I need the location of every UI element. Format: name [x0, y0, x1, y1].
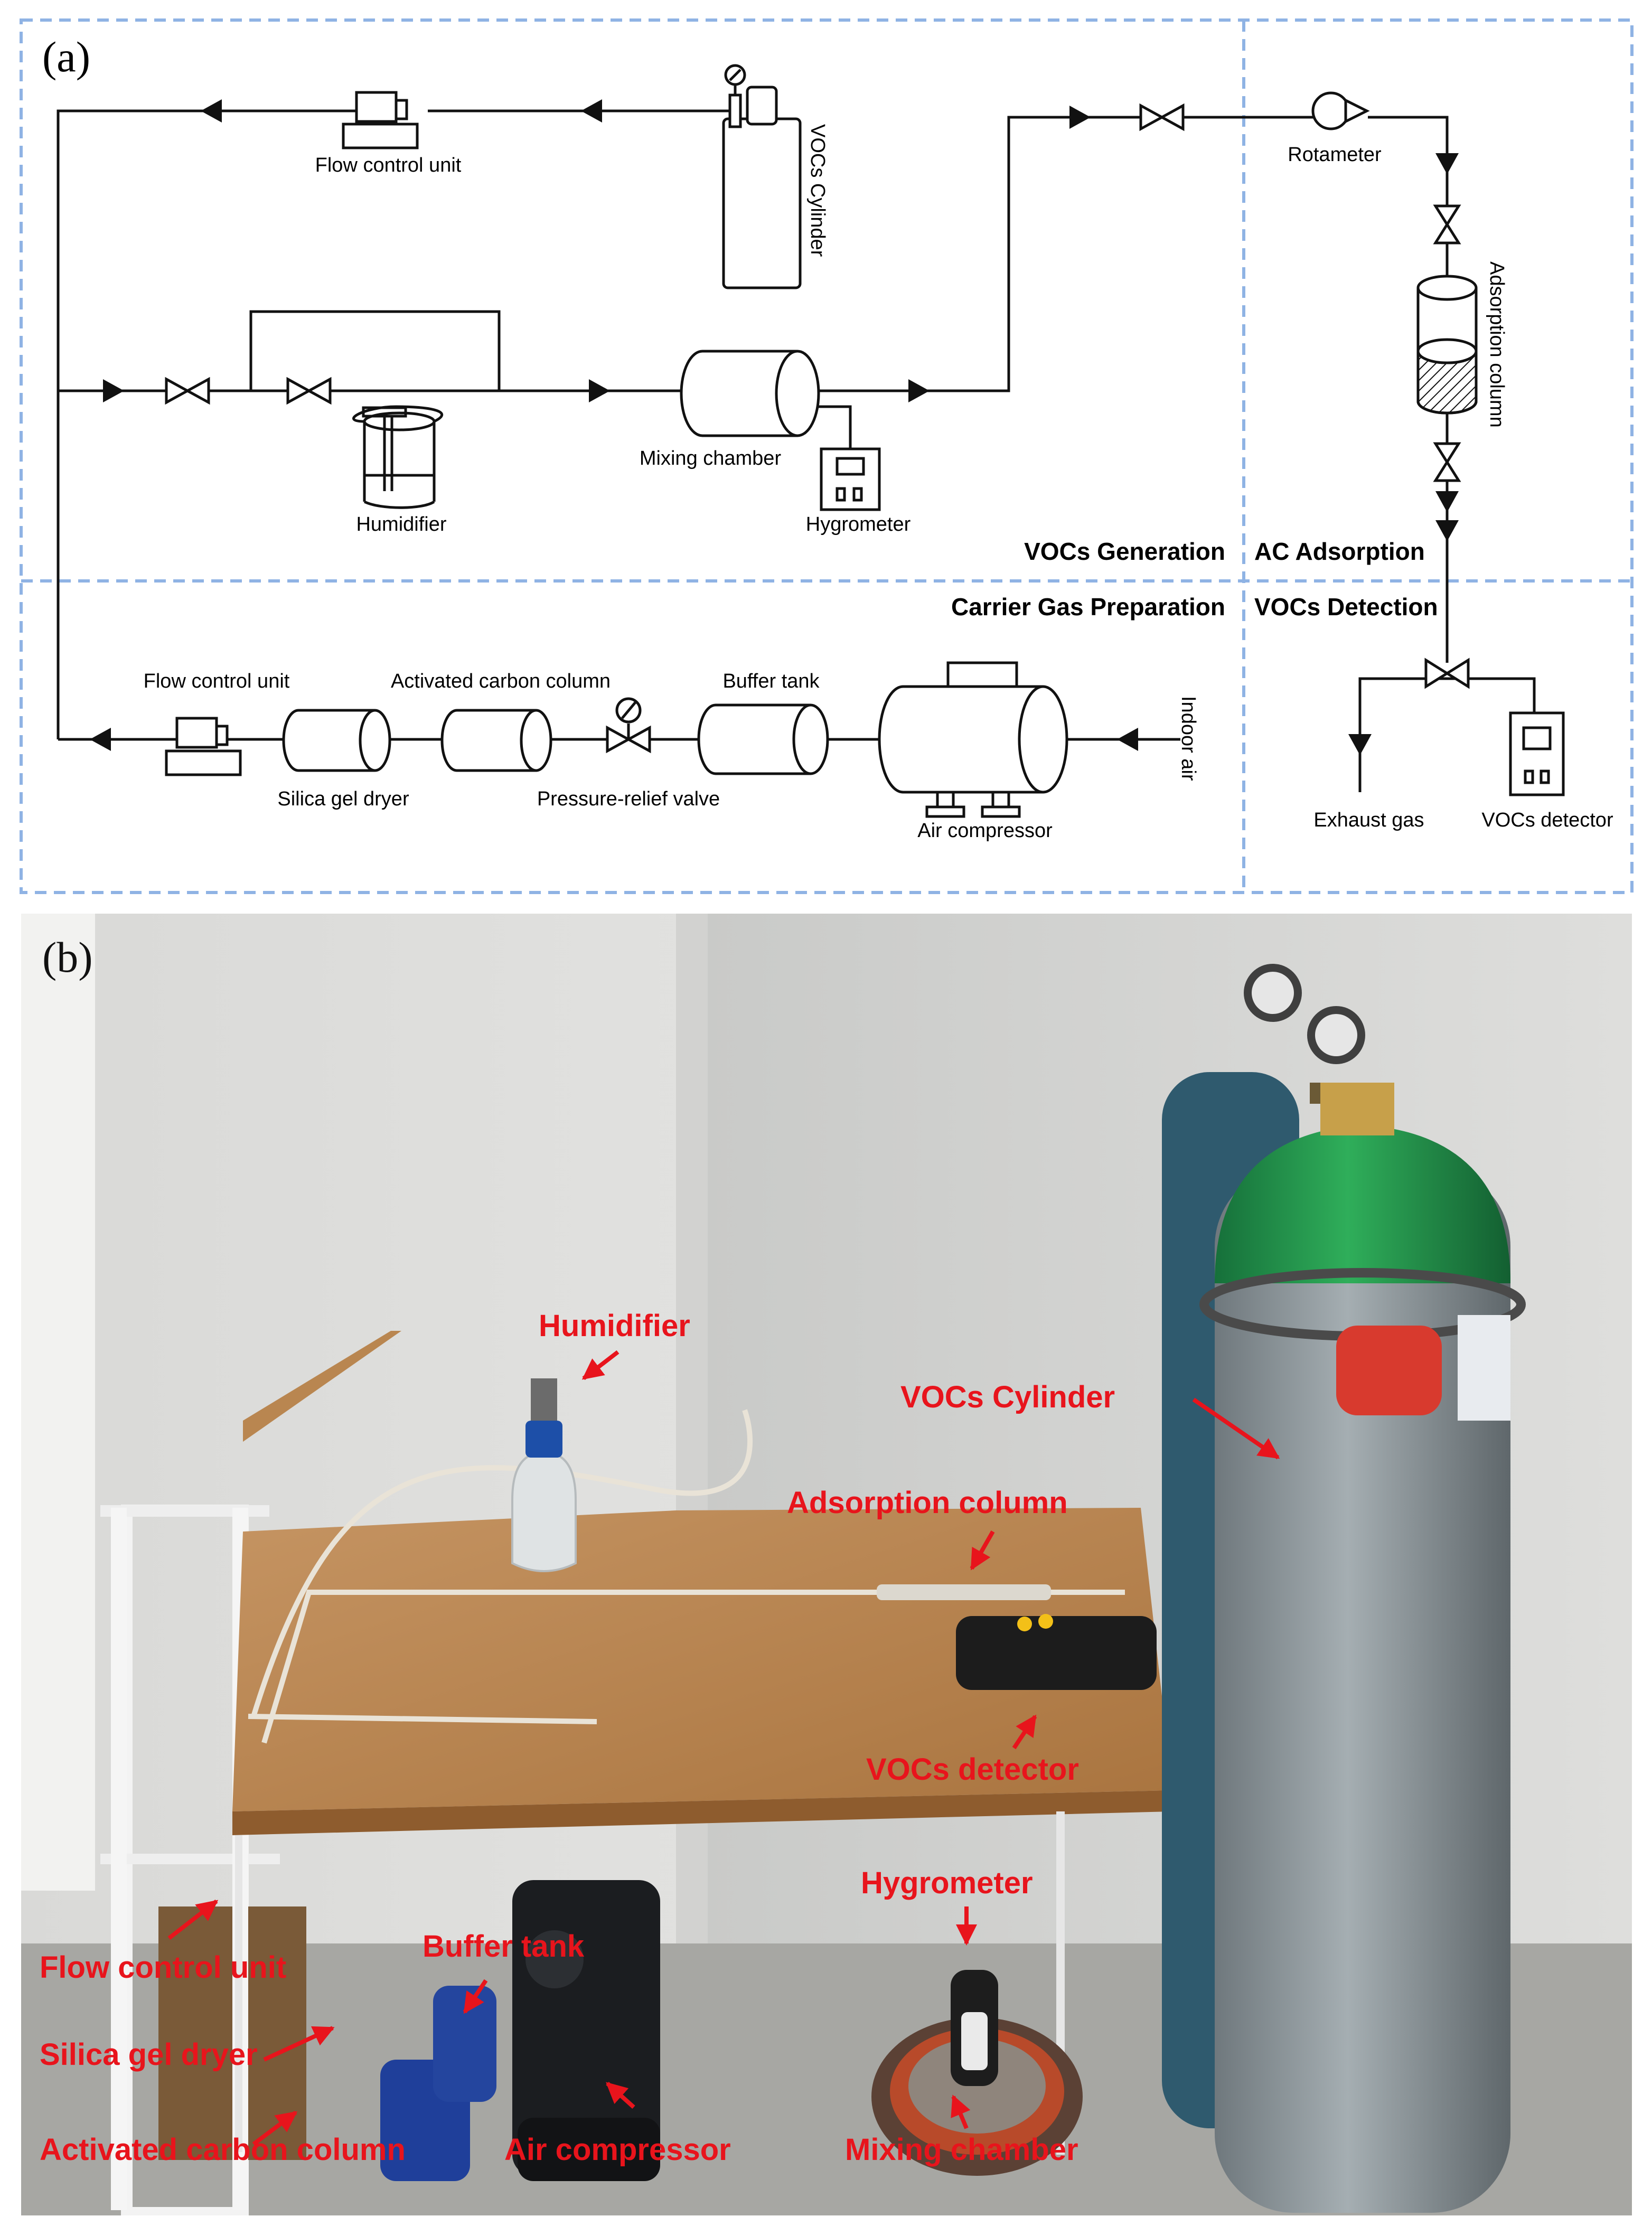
annotation-adsorption-column: Adsorption column: [787, 1486, 1068, 1520]
arrow-right-3: [908, 379, 930, 402]
arrow-left-2: [581, 99, 602, 123]
label-indoor-air: Indoor air: [1177, 696, 1199, 781]
silica-gel-dryer-symbol: [282, 709, 391, 772]
section-vocs-detection: VOCs Detection: [1254, 593, 1438, 621]
schematic-svg: (a) VOCs Generation AC Adsorption Carrie…: [20, 18, 1634, 894]
photo-panel: (b) Humidifier VOCs Cylinder Adsorption …: [21, 914, 1632, 2215]
valve-3: [1139, 103, 1185, 132]
three-way-valve: [1424, 658, 1470, 689]
panel-a-label: (a): [42, 33, 90, 81]
arrow-air-compressor: [606, 2082, 635, 2109]
vocs-detector-symbol: [1509, 711, 1565, 796]
arrow-exhaust: [1348, 734, 1372, 755]
arrow-activated-carbon: [252, 2110, 298, 2146]
detection-tee: [1358, 677, 1536, 792]
hygrometer-symbol: [820, 447, 881, 511]
flow-control-unit-top: [342, 91, 419, 149]
arrow-down-3: [1435, 520, 1459, 541]
arrow-right-4: [1069, 106, 1091, 129]
annotation-mixing-chamber: Mixing chamber: [845, 2133, 1078, 2167]
annotation-flow-control-unit: Flow control unit: [40, 1950, 286, 1985]
label-mixing-chamber: Mixing chamber: [640, 447, 782, 469]
outer-dashed-border: [20, 18, 1634, 894]
arrow-mixing-chamber: [951, 2094, 971, 2129]
label-pressure-relief-valve: Pressure-relief valve: [537, 788, 720, 810]
label-air-compressor: Air compressor: [917, 820, 1053, 842]
label-vocs-detector: VOCs detector: [1481, 809, 1613, 831]
label-flow-control-bottom: Flow control unit: [144, 670, 290, 692]
section-borders: [20, 18, 1634, 894]
label-buffer-tank: Buffer tank: [722, 670, 820, 692]
pressure-relief-gauge: [615, 697, 642, 739]
valve-2: [286, 377, 332, 405]
hygrometer-lead: [819, 405, 852, 449]
door-frame: [21, 914, 95, 1891]
rotameter-symbol: [1311, 91, 1370, 130]
valve-5: [1433, 442, 1461, 482]
arrow-left-1: [201, 99, 222, 123]
schematic-panel: (a) VOCs Generation AC Adsorption Carrie…: [0, 0, 1652, 908]
arrow-right-1: [103, 379, 124, 402]
to-rotameter-line: [819, 116, 1341, 392]
label-adsorption-column: Adsorption column: [1486, 261, 1508, 428]
annotation-activated-carbon-column: Activated carbon column: [40, 2133, 406, 2167]
flow-arrows: [90, 99, 1459, 755]
arrow-down-1: [1435, 153, 1459, 174]
label-exhaust-gas: Exhaust gas: [1313, 809, 1424, 831]
arrow-buffer-tank: [463, 1979, 488, 2014]
annotation-silica-gel-dryer: Silica gel dryer: [40, 2037, 258, 2072]
arrow-down-2: [1435, 491, 1459, 512]
section-vocs-generation: VOCs Generation: [1024, 538, 1225, 565]
arrow-vocs-cylinder: [1192, 1397, 1280, 1460]
photo-devices: [380, 1378, 1157, 2181]
label-vocs-cylinder: VOCs Cylinder: [806, 124, 829, 257]
mixing-chamber-photo: [871, 1970, 1083, 2176]
mixing-chamber-symbol: [680, 350, 820, 437]
arrow-left-4: [1117, 728, 1138, 751]
section-ac-adsorption: AC Adsorption: [1254, 538, 1425, 565]
label-flow-control-top: Flow control unit: [315, 154, 462, 176]
air-compressor-symbol: [878, 661, 1068, 818]
vocs-cylinder-symbol: [722, 64, 802, 289]
annotation-hygrometer: Hygrometer: [861, 1866, 1033, 1900]
label-rotameter: Rotameter: [1288, 144, 1382, 166]
panel-b-label: (b): [42, 933, 93, 981]
annotation-buffer-tank: Buffer tank: [423, 1929, 585, 1964]
annotation-vocs-detector: VOCs detector: [866, 1752, 1079, 1787]
valve-1: [165, 377, 210, 405]
annotation-air-compressor: Air compressor: [504, 2133, 731, 2167]
arrow-flow-control: [167, 1899, 219, 1940]
table: [232, 1508, 1172, 2155]
photo-svg: (b) Humidifier VOCs Cylinder Adsorption …: [21, 914, 1632, 2215]
label-hygrometer: Hygrometer: [806, 513, 911, 536]
arrow-right-2: [589, 379, 610, 402]
arrow-left-3: [90, 728, 111, 751]
label-humidifier: Humidifier: [356, 513, 446, 536]
section-carrier-gas: Carrier Gas Preparation: [951, 593, 1225, 621]
valves: [165, 103, 1470, 754]
arrow-silica-gel-dryer: [263, 2026, 335, 2062]
buffer-tank-symbol: [697, 703, 829, 775]
adsorption-column-symbol: [1416, 275, 1478, 415]
humidifier-symbol: [352, 405, 443, 509]
flow-control-unit-bottom: [165, 717, 242, 776]
annotation-vocs-cylinder: VOCs Cylinder: [900, 1380, 1115, 1414]
gas-cylinders: [1162, 964, 1526, 2213]
arrow-adsorption-column: [970, 1530, 995, 1571]
arrow-vocs-detector: [1012, 1714, 1037, 1750]
label-silica-gel-dryer: Silica gel dryer: [277, 788, 409, 810]
annotation-labels: Humidifier VOCs Cylinder Adsorption colu…: [40, 1309, 1115, 2167]
activated-carbon-column-symbol: [440, 709, 552, 772]
bypass-loop: [249, 310, 501, 391]
valve-4: [1433, 204, 1461, 245]
annotation-humidifier: Humidifier: [539, 1309, 690, 1343]
adsorption-line: [1368, 116, 1449, 570]
label-activated-carbon-column: Activated carbon column: [391, 670, 611, 692]
arrow-humidifier: [581, 1350, 620, 1380]
annotation-arrows: [167, 1350, 1280, 2146]
left-main-line: [57, 109, 386, 739]
